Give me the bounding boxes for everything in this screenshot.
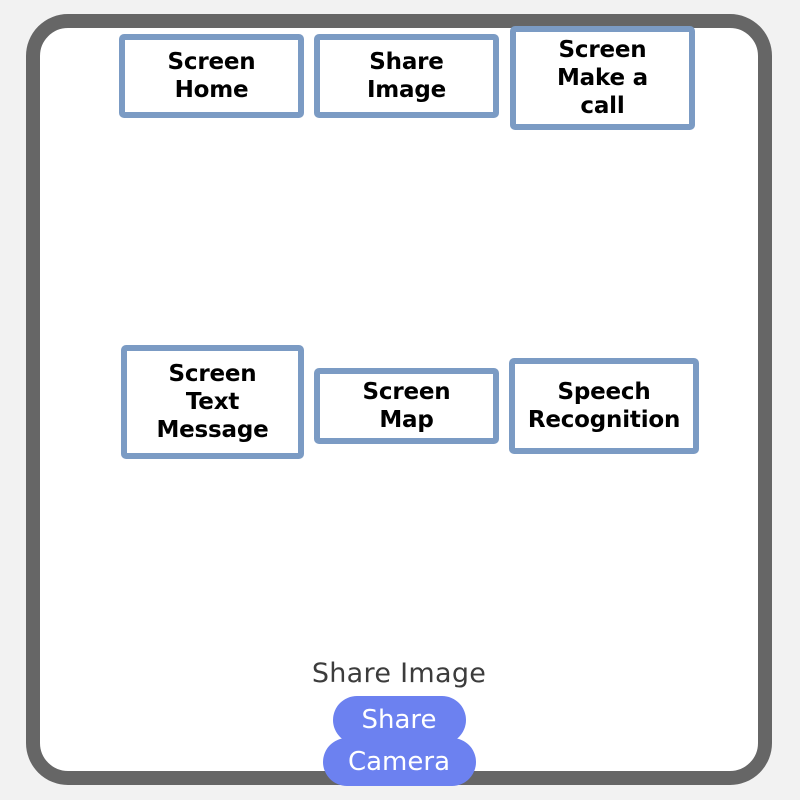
camera-button[interactable]: Camera xyxy=(322,738,476,786)
flow-box-screen-make-a-call[interactable]: Screen Make a call xyxy=(510,26,695,130)
flow-box-share-image[interactable]: Share Image xyxy=(314,34,499,118)
share-image-widget: Share Image Share Camera xyxy=(40,660,758,786)
flow-box-label: Screen Text Message xyxy=(156,360,269,444)
flow-box-label: Screen Make a call xyxy=(556,36,648,120)
device-frame: Screen Home Share Image Screen Make a ca… xyxy=(26,14,772,786)
flow-box-label: Speech Recognition xyxy=(527,378,681,433)
flow-box-label: Screen Map xyxy=(362,378,451,433)
share-button[interactable]: Share xyxy=(332,696,466,744)
flow-box-screen-text-message[interactable]: Screen Text Message xyxy=(121,345,304,459)
flow-box-screen-home[interactable]: Screen Home xyxy=(119,34,304,118)
share-widget-title: Share Image xyxy=(311,658,487,689)
flow-box-screen-map[interactable]: Screen Map xyxy=(314,368,499,444)
flow-box-speech-recognition[interactable]: Speech Recognition xyxy=(509,358,699,454)
flow-box-label: Share Image xyxy=(366,48,447,103)
flow-box-label: Screen Home xyxy=(167,48,256,103)
